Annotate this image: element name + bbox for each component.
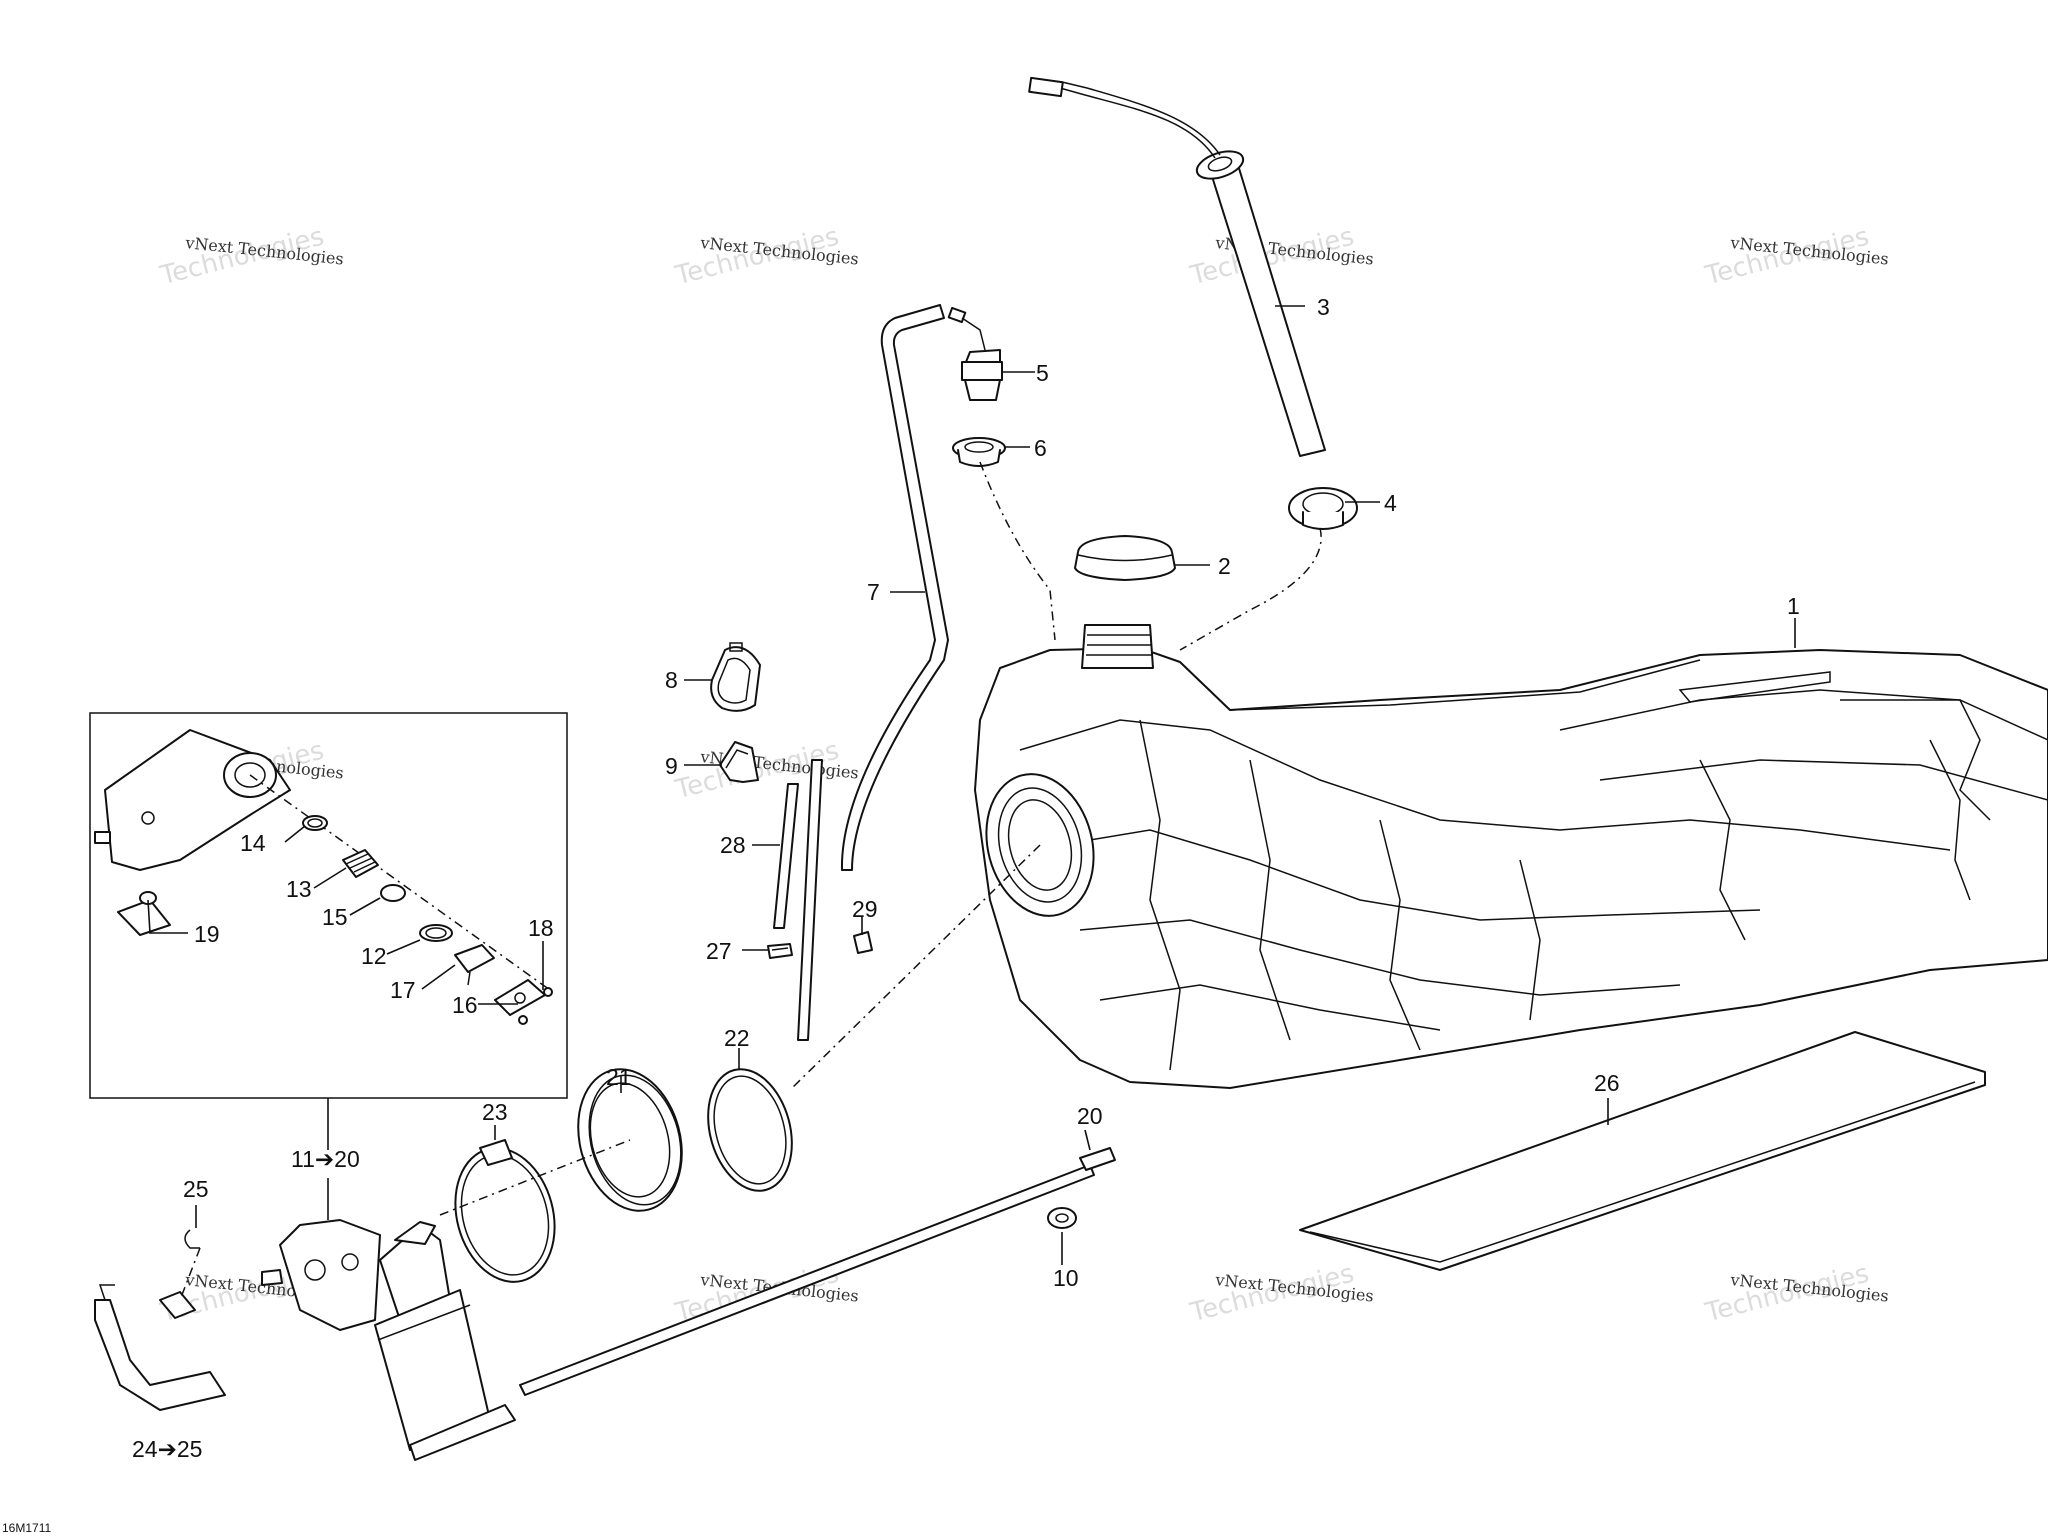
clamp-ring	[454, 1139, 556, 1283]
callout-4: 4	[1384, 490, 1397, 516]
connection-lines	[179, 461, 1322, 1301]
callout-20: 20	[1077, 1103, 1103, 1129]
callout-5: 5	[1036, 360, 1049, 386]
nut	[1047, 1207, 1077, 1229]
vent-valve	[947, 306, 1003, 401]
callout-2: 2	[1218, 553, 1231, 579]
callout-labels: 1 2 3 4 5 6 7 8 9 10 12 13 14 15 16 17 1…	[132, 294, 1800, 1462]
fuel-pump-module	[261, 1219, 516, 1461]
callout-15: 15	[322, 904, 348, 930]
callout-21: 21	[606, 1064, 632, 1090]
callout-16: 16	[452, 992, 478, 1018]
fuel-tank	[974, 624, 2048, 1089]
small-clamp	[767, 943, 793, 959]
callout-18: 18	[528, 915, 554, 941]
fuel-cap	[1074, 535, 1176, 581]
drawing-code: 16M1711	[2, 1521, 51, 1535]
callout-10: 10	[1053, 1265, 1079, 1291]
callout-23: 23	[482, 1099, 508, 1125]
callout-28: 28	[720, 832, 746, 858]
drain-tube	[773, 783, 799, 929]
callout-3: 3	[1317, 294, 1330, 320]
callout-27: 27	[706, 938, 732, 964]
long-tube	[797, 759, 823, 1041]
callout-26: 26	[1594, 1070, 1620, 1096]
clip-29	[853, 931, 873, 954]
leader-lines	[147, 305, 1796, 1265]
tank-pad	[1299, 1031, 1986, 1271]
callout-7: 7	[867, 579, 880, 605]
level-sensor-tube	[1028, 76, 1326, 457]
gasket	[710, 642, 761, 712]
callout-25: 25	[183, 1176, 209, 1202]
vent-hose	[840, 304, 949, 871]
callout-12: 12	[361, 943, 387, 969]
float-rod	[519, 1147, 1116, 1396]
fuel-hose	[94, 1284, 226, 1411]
hose-clip	[184, 1229, 200, 1249]
callout-17: 17	[390, 977, 416, 1003]
pump-detail-box	[89, 712, 568, 1099]
grommet	[1288, 487, 1358, 530]
callout-11-20: 11➔20	[291, 1146, 360, 1172]
sealing-ring	[707, 1068, 793, 1192]
callout-8: 8	[665, 667, 678, 693]
callout-22: 22	[724, 1025, 750, 1051]
callout-14: 14	[240, 830, 266, 856]
callout-19: 19	[194, 921, 220, 947]
valve-grommet	[952, 437, 1006, 467]
clip	[719, 741, 759, 783]
callout-24-25: 24➔25	[132, 1436, 202, 1462]
callout-1: 1	[1787, 593, 1800, 619]
callout-29: 29	[852, 896, 878, 922]
callout-13: 13	[286, 876, 312, 902]
callout-6: 6	[1034, 435, 1047, 461]
callout-9: 9	[665, 753, 678, 779]
